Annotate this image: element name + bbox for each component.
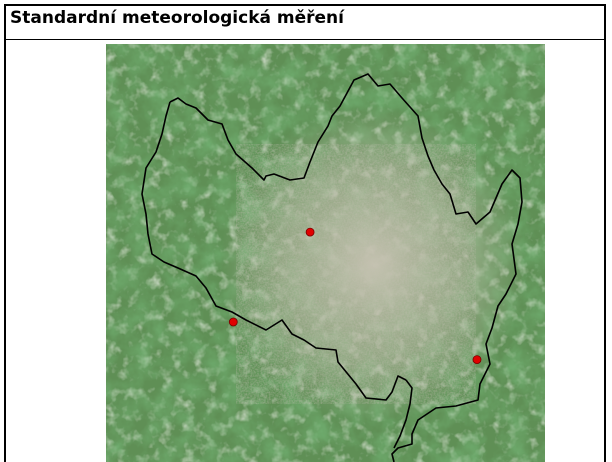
city-boundary-south — [393, 379, 413, 449]
weather-station-marker-station-east — [472, 355, 482, 365]
weather-station-marker-station-north — [305, 227, 315, 237]
station-layer — [228, 227, 482, 365]
slide-title: Standardní meteorologická měření — [10, 8, 344, 28]
frame-left-border — [4, 39, 6, 462]
city-boundary — [141, 73, 523, 462]
satellite-map — [106, 44, 545, 462]
map-canvas — [106, 44, 545, 462]
weather-station-marker-station-west — [228, 317, 238, 327]
urban-texture — [236, 144, 476, 404]
title-box — [4, 4, 606, 40]
frame-right-border — [604, 39, 606, 462]
